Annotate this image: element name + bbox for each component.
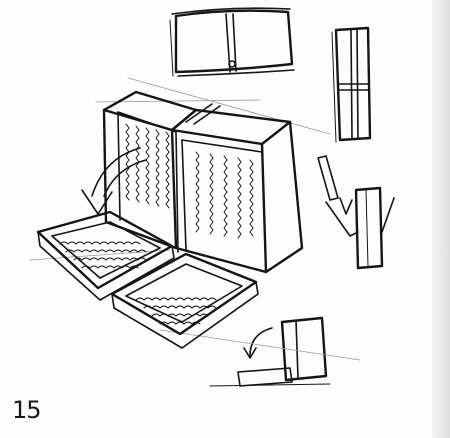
open-case-sketch [29, 77, 361, 361]
hinge-detail-sketch [317, 155, 395, 270]
closed-case-sketch [169, 7, 295, 77]
page-number: 15 [12, 396, 42, 424]
page-edge-shadow [432, 0, 450, 438]
case-detail-sketch [209, 316, 331, 387]
folded-case-side-sketch [331, 26, 372, 143]
